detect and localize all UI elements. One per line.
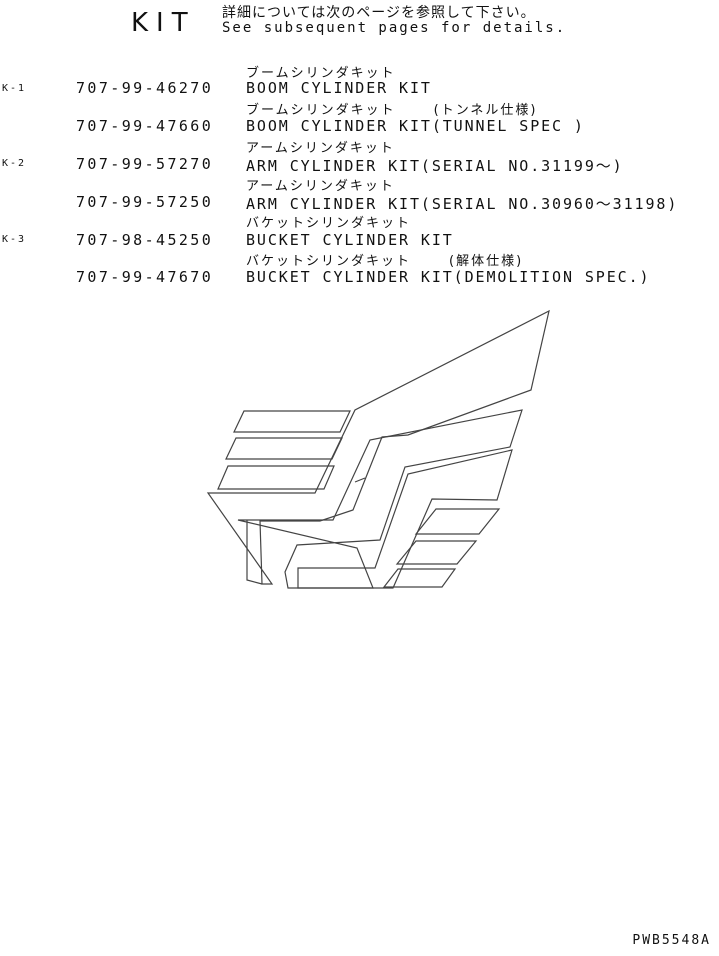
kit-name-english: ARM CYLINDER KIT(SERIAL NO.30960〜31198)	[246, 195, 679, 213]
seal-kit-illustration	[206, 309, 550, 589]
kit-part-number: 707-98-45250	[76, 231, 214, 249]
kit-name-english: BUCKET CYLINDER KIT	[246, 231, 454, 249]
kit-name-japanese: ブームシリンダキット	[246, 66, 396, 81]
kit-spec-japanese: (解体仕様)	[449, 254, 524, 269]
kit-ref-label: K-2	[2, 158, 27, 169]
kit-name-japanese: ブームシリンダキット(トンネル仕様)	[246, 103, 538, 118]
kit-name-english: ARM CYLINDER KIT(SERIAL NO.31199〜)	[246, 157, 624, 175]
seal-strip-shape	[217, 465, 335, 490]
seal-strip-shape	[395, 540, 478, 565]
kit-name-english: BOOM CYLINDER KIT(TUNNEL SPEC )	[246, 117, 585, 135]
seal-strip-shape	[414, 508, 501, 535]
kit-ref-label: K-3	[2, 234, 27, 245]
kit-part-number: 707-99-46270	[76, 79, 214, 97]
details-note-japanese: 詳細については次のページを参照して下さい。	[222, 5, 536, 21]
seal-strip-shape	[382, 568, 457, 588]
drawing-code: PWB5548A	[632, 933, 711, 948]
kit-part-number: 707-99-47670	[76, 268, 214, 286]
seal-strip-shape	[233, 410, 351, 433]
kit-name-japanese: アームシリンダキット	[246, 179, 395, 194]
seal-middle-shape	[237, 409, 523, 589]
kit-name-english: BOOM CYLINDER KIT	[246, 79, 432, 97]
kit-part-number: 707-99-47660	[76, 117, 214, 135]
kit-name-japanese: アームシリンダキット	[246, 141, 395, 156]
kit-part-number: 707-99-57250	[76, 193, 214, 211]
kit-name-english: BUCKET CYLINDER KIT(DEMOLITION SPEC.)	[246, 268, 651, 286]
seal-inner-shape	[297, 449, 513, 589]
kit-name-japanese: バケットシリンダキット(解体仕様)	[246, 254, 524, 269]
seal-outer-shape	[246, 520, 263, 585]
page-title: KIT	[131, 8, 196, 38]
seal-strip-shape	[225, 437, 343, 460]
kit-name-japanese: バケットシリンダキット	[246, 216, 412, 231]
kit-spec-japanese: (トンネル仕様)	[433, 103, 538, 118]
details-note-english: See subsequent pages for details.	[222, 20, 567, 36]
kit-ref-label: K-1	[2, 83, 27, 94]
kit-part-number: 707-99-57270	[76, 155, 214, 173]
seal-lip-mark	[354, 477, 366, 483]
seal-outer-shape	[206, 309, 550, 585]
